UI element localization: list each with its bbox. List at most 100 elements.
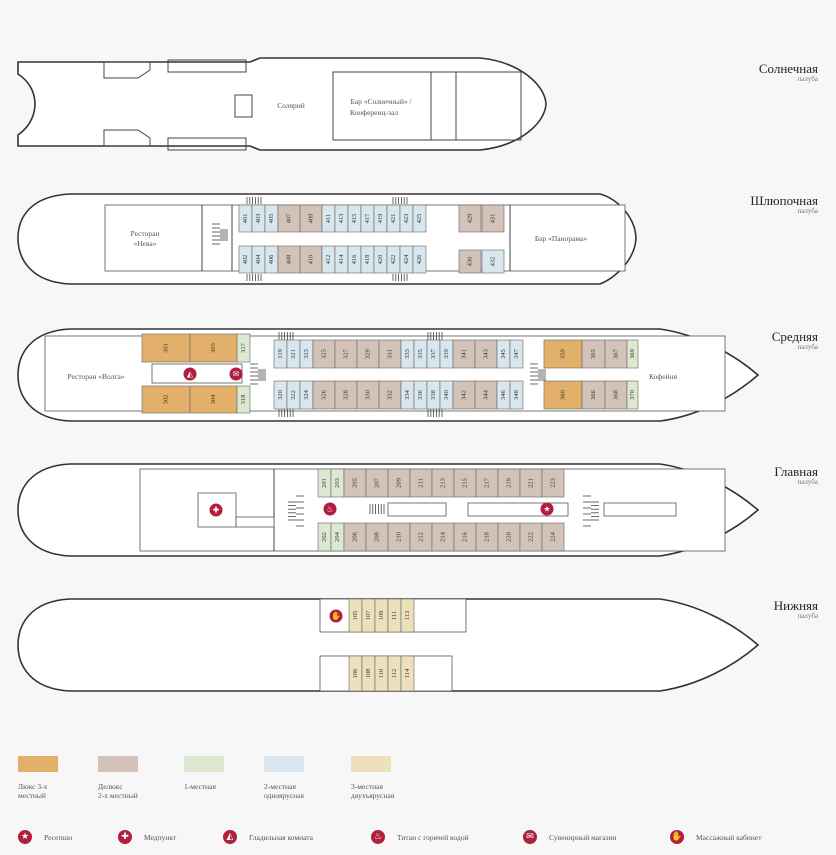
cabin-327[interactable]: 327 [334,339,358,369]
cabin-223[interactable]: 223 [541,468,565,498]
cabin-432[interactable]: 432 [481,249,505,274]
cabin-337[interactable]: 337 [426,339,441,369]
cabin-212[interactable]: 212 [409,522,433,552]
cabin-332[interactable]: 332 [378,380,402,410]
cabin-418[interactable]: 418 [360,245,375,274]
cabin-114[interactable]: 114 [400,655,415,692]
cabin-404[interactable]: 404 [251,245,266,274]
cabin-422[interactable]: 422 [386,245,401,274]
cabin-206[interactable]: 206 [343,522,367,552]
cabin-431[interactable]: 431 [481,204,505,233]
cabin-211[interactable]: 211 [409,468,433,498]
cabin-317[interactable]: 317 [236,333,251,363]
cabin-209[interactable]: 209 [387,468,411,498]
cabin-410[interactable]: 410 [299,245,323,274]
cabin-217[interactable]: 217 [475,468,499,498]
cabin-430[interactable]: 430 [458,249,482,274]
cabin-326[interactable]: 326 [312,380,336,410]
cabin-348[interactable]: 348 [509,380,524,410]
cabin-108[interactable]: 108 [361,655,376,692]
cabin-339[interactable]: 339 [439,339,454,369]
cabin-301[interactable]: 301 [141,333,191,363]
cabin-407[interactable]: 407 [277,204,301,233]
cabin-424[interactable]: 424 [399,245,414,274]
cabin-423[interactable]: 423 [399,204,414,233]
cabin-325[interactable]: 325 [312,339,336,369]
cabin-368[interactable]: 368 [604,380,628,410]
cabin-213[interactable]: 213 [431,468,455,498]
cabin-342[interactable]: 342 [452,380,476,410]
cabin-324[interactable]: 324 [299,380,314,410]
cabin-421[interactable]: 421 [386,204,401,233]
cabin-323[interactable]: 323 [299,339,314,369]
cabin-401[interactable]: 401 [238,204,253,233]
cabin-303[interactable]: 303 [189,333,238,363]
cabin-419[interactable]: 419 [373,204,388,233]
cabin-216[interactable]: 216 [453,522,477,552]
cabin-403[interactable]: 403 [251,204,266,233]
cabin-112[interactable]: 112 [387,655,402,692]
cabin-429[interactable]: 429 [458,204,482,233]
cabin-320[interactable]: 320 [273,380,288,410]
cabin-221[interactable]: 221 [519,468,543,498]
cabin-367[interactable]: 367 [604,339,628,369]
cabin-420[interactable]: 420 [373,245,388,274]
cabin-347[interactable]: 347 [509,339,524,369]
cabin-204[interactable]: 204 [330,522,345,552]
cabin-366[interactable]: 366 [581,380,606,410]
cabin-402[interactable]: 402 [238,245,253,274]
cabin-343[interactable]: 343 [474,339,498,369]
cabin-318[interactable]: 318 [236,385,251,414]
cabin-338[interactable]: 338 [426,380,441,410]
cabin-218[interactable]: 218 [475,522,499,552]
cabin-219[interactable]: 219 [497,468,521,498]
cabin-370[interactable]: 370 [626,380,639,410]
cabin-330[interactable]: 330 [356,380,380,410]
cabin-331[interactable]: 331 [378,339,402,369]
cabin-346[interactable]: 346 [496,380,511,410]
cabin-335[interactable]: 335 [413,339,428,369]
cabin-369[interactable]: 369 [626,339,639,369]
cabin-409[interactable]: 409 [299,204,323,233]
cabin-406[interactable]: 406 [264,245,279,274]
cabin-106[interactable]: 106 [348,655,363,692]
cabin-304[interactable]: 304 [189,385,238,414]
cabin-412[interactable]: 412 [321,245,336,274]
cabin-334[interactable]: 334 [400,380,415,410]
cabin-113[interactable]: 113 [400,598,415,633]
cabin-365[interactable]: 365 [581,339,606,369]
cabin-210[interactable]: 210 [387,522,411,552]
cabin-414[interactable]: 414 [334,245,349,274]
cabin-319[interactable]: 319 [273,339,288,369]
cabin-201[interactable]: 201 [317,468,332,498]
cabin-207[interactable]: 207 [365,468,389,498]
cabin-208[interactable]: 208 [365,522,389,552]
cabin-105[interactable]: 105 [348,598,363,633]
cabin-415[interactable]: 415 [347,204,362,233]
cabin-329[interactable]: 329 [356,339,380,369]
cabin-302[interactable]: 302 [141,385,191,414]
cabin-413[interactable]: 413 [334,204,349,233]
cabin-107[interactable]: 107 [361,598,376,633]
cabin-110[interactable]: 110 [374,655,389,692]
cabin-336[interactable]: 336 [413,380,428,410]
cabin-340[interactable]: 340 [439,380,454,410]
cabin-411[interactable]: 411 [321,204,336,233]
cabin-109[interactable]: 109 [374,598,389,633]
cabin-359[interactable]: 359 [543,339,583,369]
cabin-214[interactable]: 214 [431,522,455,552]
cabin-205[interactable]: 205 [343,468,367,498]
cabin-417[interactable]: 417 [360,204,375,233]
cabin-220[interactable]: 220 [497,522,521,552]
cabin-344[interactable]: 344 [474,380,498,410]
cabin-360[interactable]: 360 [543,380,583,410]
cabin-408[interactable]: 408 [277,245,301,274]
cabin-341[interactable]: 341 [452,339,476,369]
cabin-345[interactable]: 345 [496,339,511,369]
cabin-405[interactable]: 405 [264,204,279,233]
cabin-322[interactable]: 322 [286,380,301,410]
cabin-202[interactable]: 202 [317,522,332,552]
cabin-426[interactable]: 426 [412,245,427,274]
cabin-222[interactable]: 222 [519,522,543,552]
cabin-416[interactable]: 416 [347,245,362,274]
